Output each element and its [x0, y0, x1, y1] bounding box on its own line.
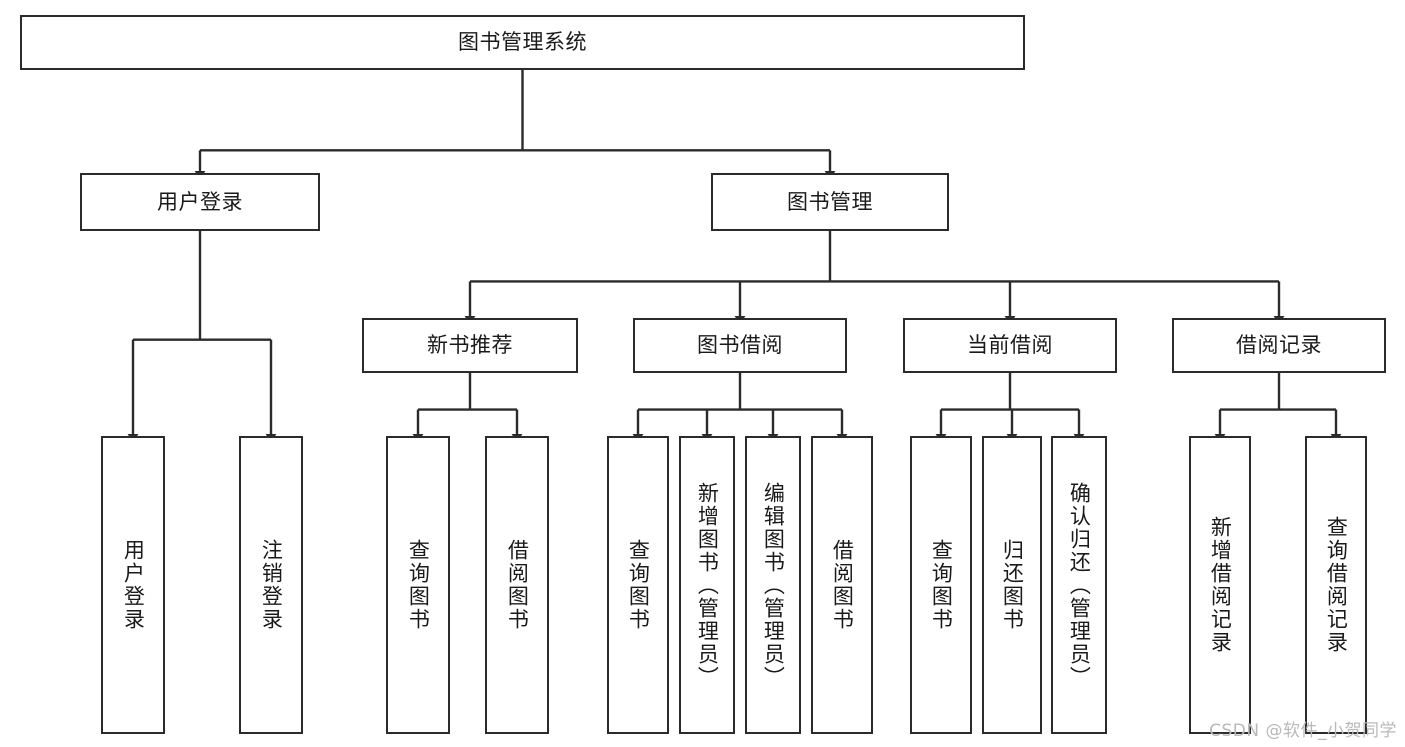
leaf-query-borrow-record[interactable]: 查询借阅记录 [1305, 436, 1367, 734]
node-root[interactable]: 图书管理系统 [20, 15, 1025, 70]
leaf-borrow-book-2[interactable]: 借阅图书 [811, 436, 873, 734]
node-book-manage[interactable]: 图书管理 [711, 173, 949, 231]
node-current-borrow[interactable]: 当前借阅 [903, 318, 1117, 373]
leaf-confirm-return[interactable]: 确认归还（管理员） [1051, 436, 1107, 734]
node-new-book-recommend-label: 新书推荐 [427, 333, 513, 358]
leaf-return-book[interactable]: 归还图书 [982, 436, 1042, 734]
leaf-return-book-label: 归还图书 [1000, 539, 1025, 631]
leaf-query-book-3-label: 查询图书 [929, 539, 954, 631]
node-current-borrow-label: 当前借阅 [967, 333, 1053, 358]
leaf-add-borrow-record[interactable]: 新增借阅记录 [1189, 436, 1251, 734]
leaf-edit-book-label: 编辑图书（管理员） [761, 481, 786, 689]
leaf-logout[interactable]: 注销登录 [239, 436, 303, 734]
node-root-label: 图书管理系统 [458, 30, 587, 55]
leaf-query-book-1-label: 查询图书 [406, 539, 431, 631]
node-book-borrow-label: 图书借阅 [697, 333, 783, 358]
leaf-confirm-return-label: 确认归还（管理员） [1067, 481, 1092, 689]
leaf-query-book-1[interactable]: 查询图书 [386, 436, 450, 734]
leaf-query-book-2-label: 查询图书 [626, 539, 651, 631]
leaf-edit-book[interactable]: 编辑图书（管理员） [745, 436, 801, 734]
leaf-logout-label: 注销登录 [259, 539, 284, 631]
leaf-add-book[interactable]: 新增图书（管理员） [679, 436, 735, 734]
leaf-borrow-book-1-label: 借阅图书 [505, 539, 530, 631]
node-user-login-label: 用户登录 [157, 189, 243, 214]
leaf-user-login-label: 用户登录 [121, 539, 146, 631]
leaf-query-book-2[interactable]: 查询图书 [607, 436, 669, 734]
leaf-borrow-book-2-label: 借阅图书 [830, 539, 855, 631]
leaf-query-borrow-record-label: 查询借阅记录 [1324, 516, 1349, 654]
leaf-user-login[interactable]: 用户登录 [101, 436, 165, 734]
node-book-manage-label: 图书管理 [787, 189, 873, 214]
node-borrow-record-label: 借阅记录 [1236, 333, 1322, 358]
leaf-query-book-3[interactable]: 查询图书 [910, 436, 972, 734]
node-borrow-record[interactable]: 借阅记录 [1172, 318, 1386, 373]
node-book-borrow[interactable]: 图书借阅 [633, 318, 847, 373]
leaf-borrow-book-1[interactable]: 借阅图书 [485, 436, 549, 734]
node-new-book-recommend[interactable]: 新书推荐 [362, 318, 578, 373]
leaf-add-borrow-record-label: 新增借阅记录 [1208, 516, 1233, 654]
csdn-watermark: CSDN @软件_小贺同学 [1209, 721, 1397, 741]
leaf-add-book-label: 新增图书（管理员） [695, 481, 720, 689]
node-user-login[interactable]: 用户登录 [80, 173, 320, 231]
